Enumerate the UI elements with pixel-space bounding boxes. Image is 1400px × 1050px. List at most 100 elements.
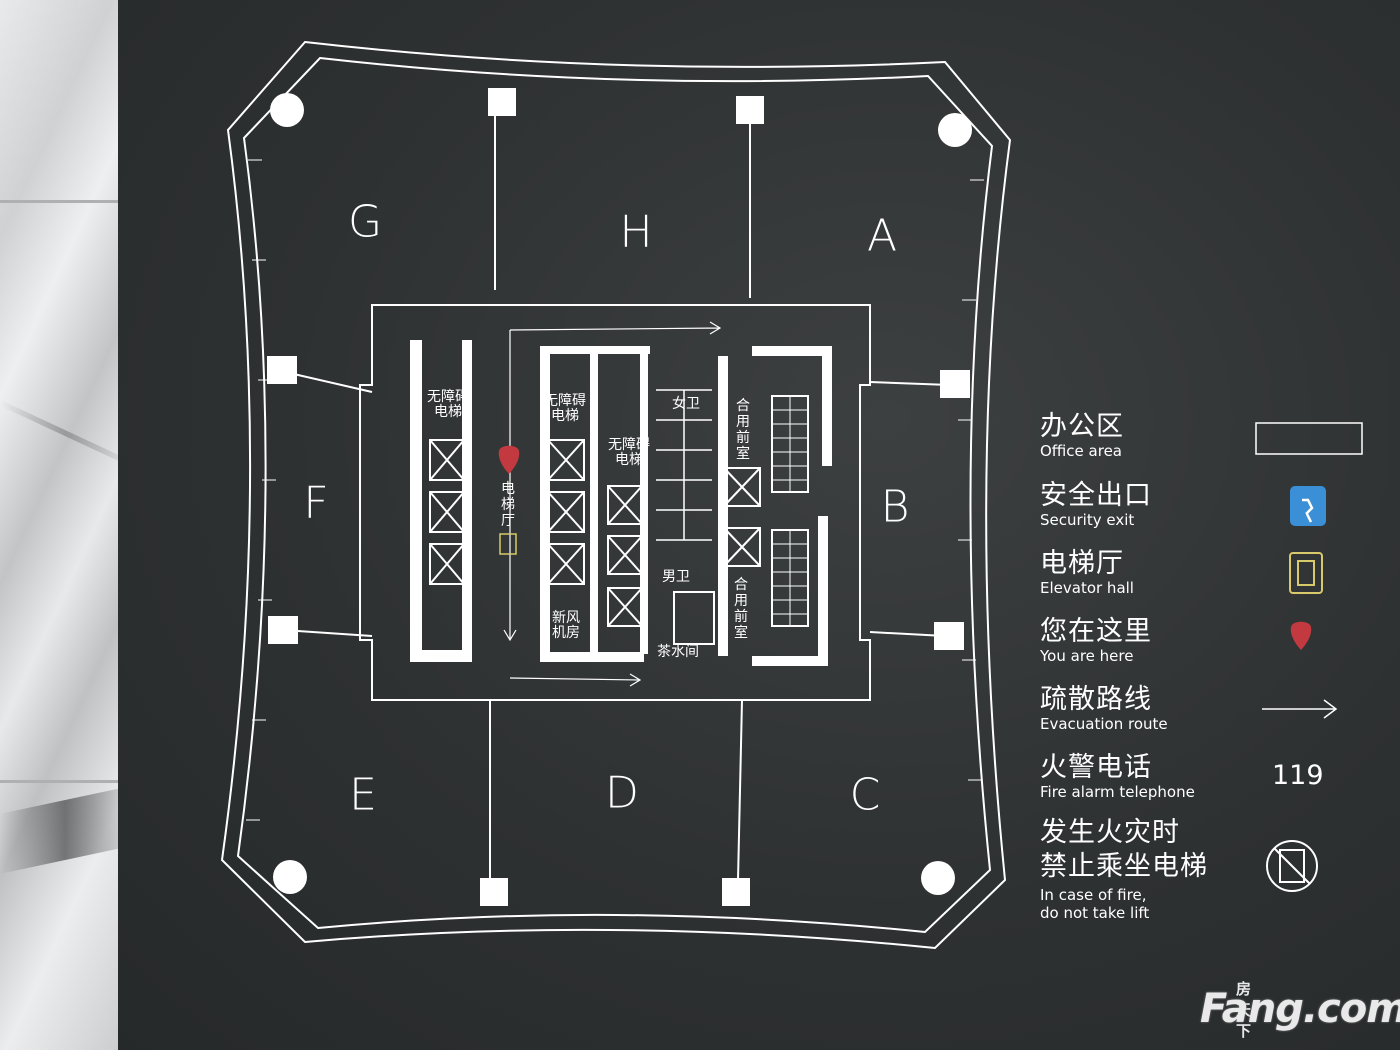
elevator-car-x xyxy=(429,491,465,533)
marble-wall xyxy=(0,0,130,1050)
zone-label-g: G xyxy=(347,196,383,248)
tea-room-outline xyxy=(673,591,715,645)
core-wall xyxy=(752,656,828,666)
column-round xyxy=(921,861,955,895)
inner-wall xyxy=(236,56,994,934)
core-wall xyxy=(410,650,472,662)
room-label-womens-wc: 女卫 xyxy=(672,396,700,412)
no-lift-icon xyxy=(1266,840,1318,892)
elevator-icon xyxy=(1289,552,1323,594)
column-square xyxy=(940,370,970,398)
column-square xyxy=(267,356,297,384)
room-label-elevator-hall: 电梯厅 xyxy=(501,481,515,529)
wall-seam xyxy=(0,780,130,783)
zone-label-h: H xyxy=(619,206,653,258)
elevator-car-x xyxy=(607,485,643,525)
location-pin-map xyxy=(498,445,520,474)
elevator-car xyxy=(723,467,761,507)
legend-evacuation-route: 疏散路线 Evacuation route xyxy=(1040,684,1168,734)
watermark-zh: 房天下 xyxy=(1236,980,1252,1040)
legend-zh: 办公区 xyxy=(1040,411,1124,442)
legend-zh: 您在这里 xyxy=(1040,616,1152,647)
evacuation-map-board xyxy=(118,0,1400,1050)
zone-label-b: B xyxy=(880,481,910,533)
wall-seam xyxy=(0,200,130,203)
room-label-accessible-elevator: 无障碍电梯 xyxy=(427,389,469,420)
partition-line xyxy=(869,381,951,386)
elevator-icon-door xyxy=(1297,560,1315,586)
legend-office-area: 办公区 Office area xyxy=(1040,411,1124,461)
legend-en: You are here xyxy=(1040,647,1134,665)
elevator-car xyxy=(607,535,643,575)
column-square xyxy=(268,616,298,644)
core-wall xyxy=(540,346,550,662)
room-label-mens-wc: 男卫 xyxy=(662,569,690,585)
room-label-accessible-elevator: 无障碍电梯 xyxy=(608,437,650,468)
room-label-shared-lobby: 合用前室 xyxy=(734,577,748,641)
elevator-car-x xyxy=(547,439,585,481)
core-outline xyxy=(359,304,871,701)
column-round xyxy=(938,113,972,147)
exit-sign-figure xyxy=(1302,498,1314,523)
legend-en: Elevator hall xyxy=(1040,579,1134,597)
elevator-car xyxy=(547,439,585,481)
elevator-car-x xyxy=(723,527,761,567)
core-wall xyxy=(640,354,648,654)
outer-wall xyxy=(220,40,1012,950)
elevator-car xyxy=(723,527,761,567)
legend-zh-line1: 发生火灾时 xyxy=(1040,817,1180,848)
legend-en: Evacuation route xyxy=(1040,715,1168,733)
legend-zh: 安全出口 xyxy=(1040,480,1152,511)
elevator-car-x xyxy=(723,467,761,507)
toilet-stalls xyxy=(656,389,712,541)
legend-en-line1: In case of fire, xyxy=(1040,886,1147,904)
core-wall xyxy=(590,354,598,654)
room-label-shared-lobby: 合用前室 xyxy=(736,398,750,462)
legend-zh: 电梯厅 xyxy=(1040,548,1124,579)
fire-alarm-number: 119 xyxy=(1272,760,1324,791)
legend-en: Security exit xyxy=(1040,511,1135,529)
core-wall xyxy=(822,346,832,466)
elevator-car-x xyxy=(607,587,643,627)
elevator-car xyxy=(429,439,465,481)
core-wall xyxy=(818,516,828,666)
core-wall xyxy=(540,346,650,354)
stairs-treads xyxy=(772,530,808,626)
legend-en: Fire alarm telephone xyxy=(1040,783,1195,801)
elevator-car-x xyxy=(547,491,585,533)
elevator-car-x xyxy=(547,543,585,585)
column-square xyxy=(934,622,964,650)
legend-zh-line2: 禁止乘坐电梯 xyxy=(1040,851,1208,882)
wall-ticks xyxy=(246,159,984,821)
legend-fire-alarm: 火警电话 Fire alarm telephone xyxy=(1040,753,1195,802)
column-round xyxy=(270,93,304,127)
zone-label-a: A xyxy=(866,210,898,262)
partition-line xyxy=(737,699,743,881)
legend-security-exit: 安全出口 Security exit xyxy=(1040,480,1152,530)
location-pin-icon xyxy=(1290,621,1312,650)
elevator-car-x xyxy=(429,543,465,585)
partition-line xyxy=(284,371,373,393)
room-label-fresh-air-room: 新风机房 xyxy=(552,610,580,641)
legend-no-lift: 发生火灾时 禁止乘坐电梯 In case of fire, do not tak… xyxy=(1040,817,1208,923)
elevator-car xyxy=(607,587,643,627)
stairs-treads xyxy=(772,396,808,492)
column-square xyxy=(722,878,750,906)
column-square xyxy=(488,88,516,116)
elevator-car xyxy=(547,491,585,533)
elevator-car xyxy=(547,543,585,585)
legend-zh: 疏散路线 xyxy=(1040,684,1152,715)
elevator-car-x xyxy=(429,439,465,481)
core-wall xyxy=(540,652,644,662)
legend-en: Office area xyxy=(1040,442,1123,460)
zone-label-f: F xyxy=(303,477,329,529)
zone-label-d: D xyxy=(605,767,639,819)
zone-label-e: E xyxy=(349,769,377,821)
arrow-right-icon xyxy=(1262,699,1338,719)
no-lift-icon-car xyxy=(1279,849,1305,883)
legend-elevator-hall: 电梯厅 Elevator hall xyxy=(1040,548,1134,598)
office-area-swatch xyxy=(1255,422,1363,455)
legend-en-line2: do not take lift xyxy=(1040,904,1150,922)
column-square xyxy=(736,96,764,124)
